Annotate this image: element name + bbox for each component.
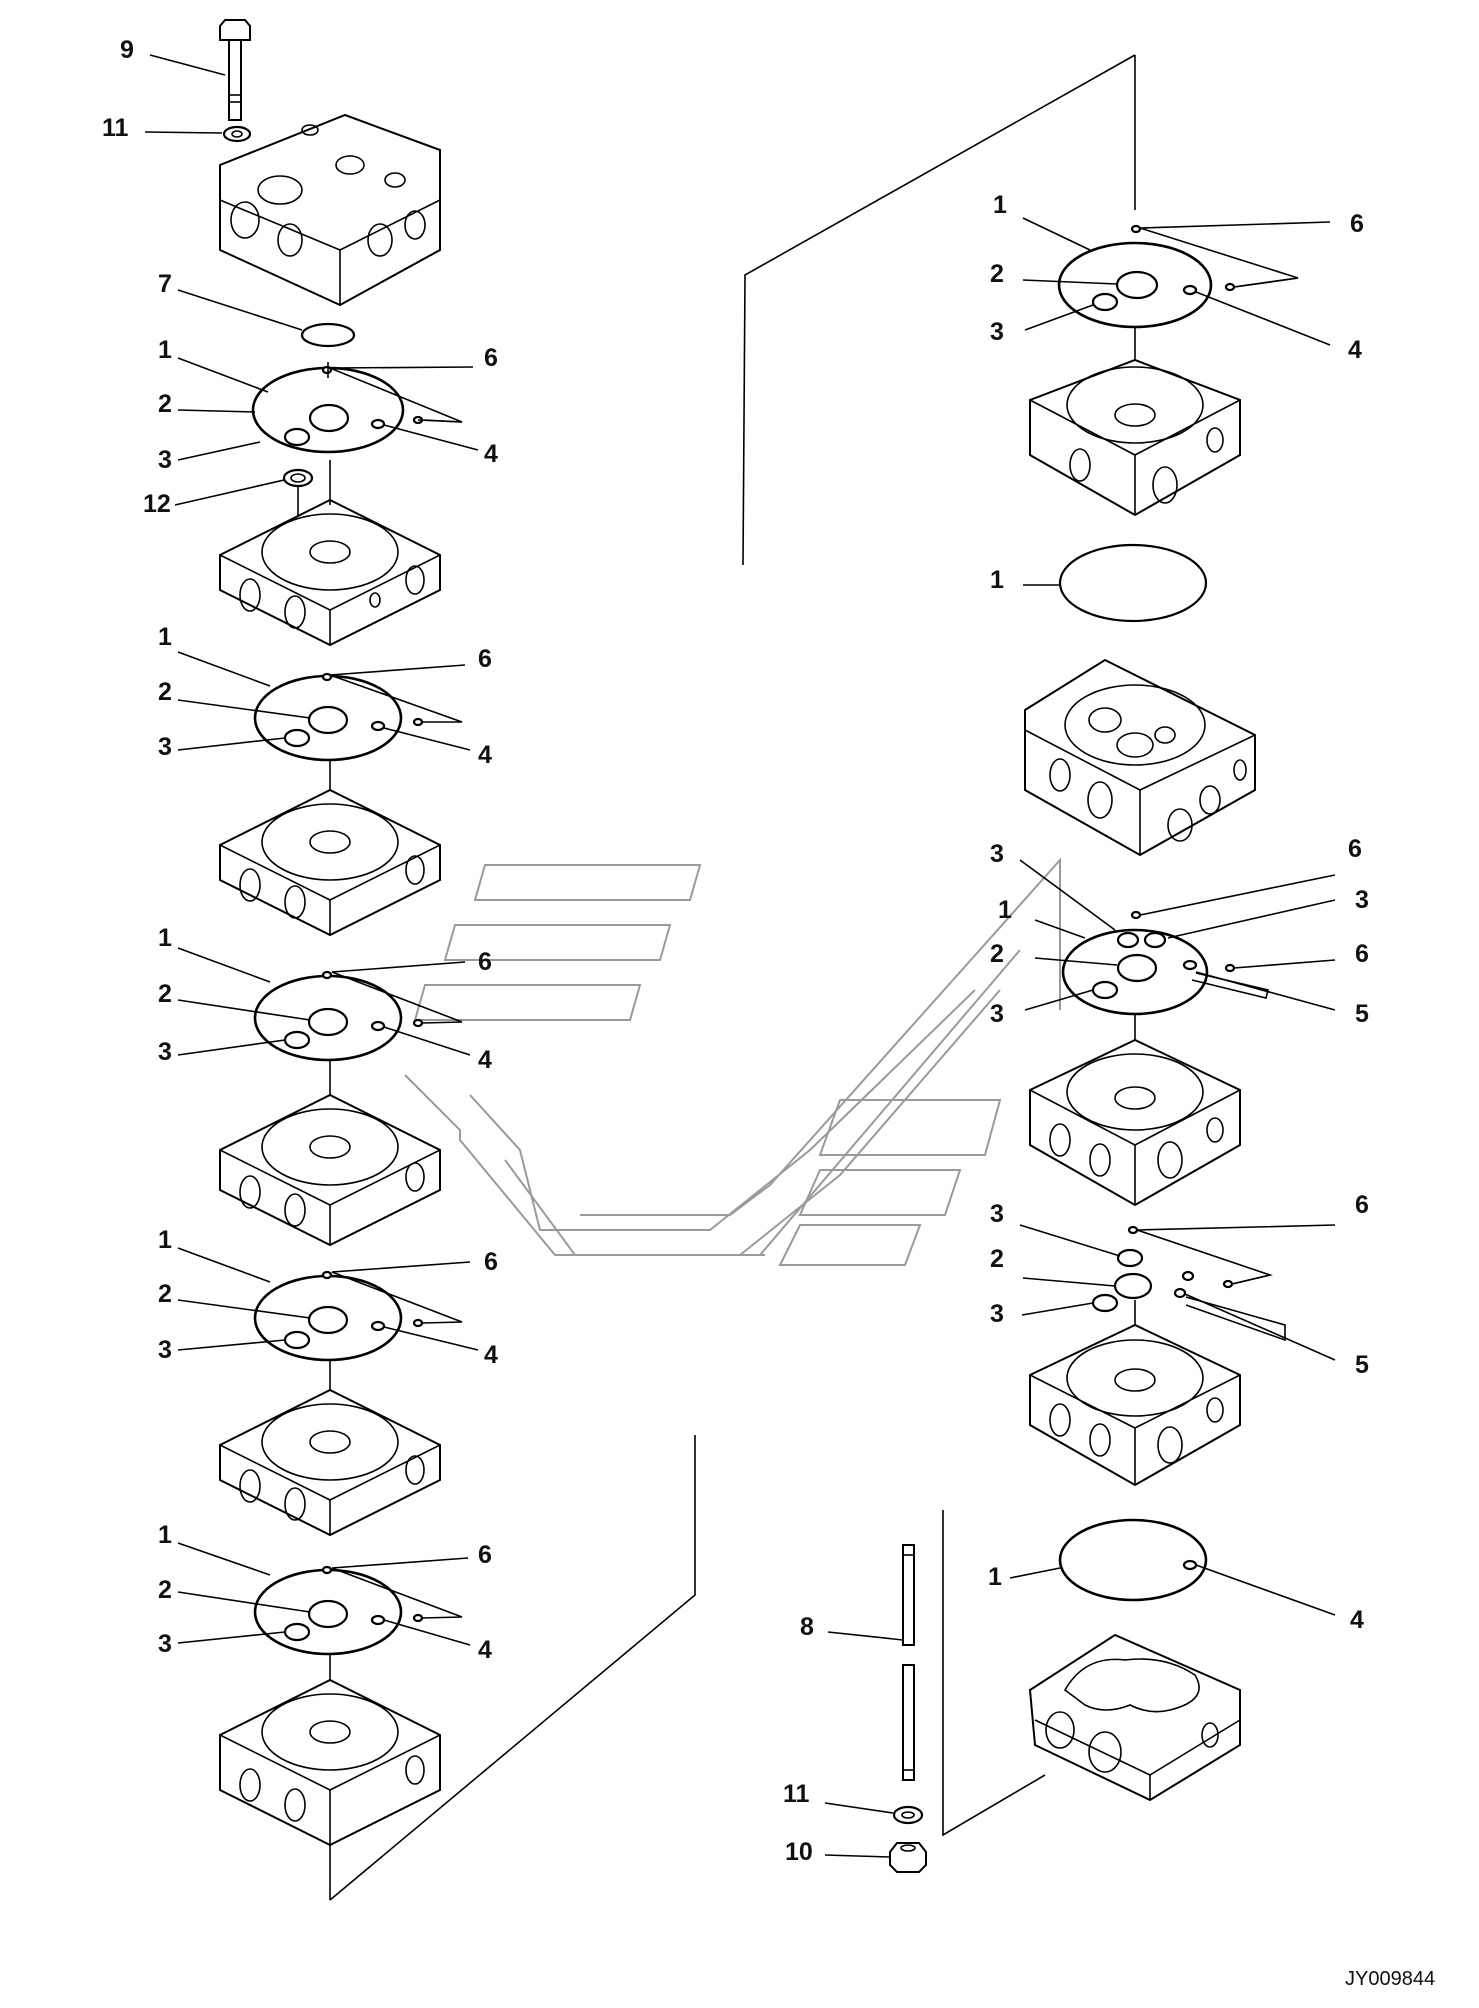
- callout-1: 1: [988, 1563, 1002, 1591]
- callout-2: 2: [158, 980, 172, 1008]
- callout-9: 9: [120, 36, 134, 64]
- valve-section-block: [219, 788, 441, 937]
- callout-1: 1: [998, 896, 1012, 924]
- gasket-plate: [1061, 910, 1269, 1016]
- callout-1: 1: [993, 191, 1007, 219]
- top-cover-block: [219, 113, 441, 307]
- nut-10: [889, 1842, 927, 1873]
- callout-labels: 9 11 7 1 2 3 12 6 4 1 2 3 6 4 1 2 3 6 4 …: [102, 36, 1369, 1866]
- callout-4: 4: [478, 741, 492, 769]
- callout-4: 4: [478, 1636, 492, 1664]
- callout-5: 5: [1355, 1000, 1369, 1028]
- callout-5: 5: [1355, 1351, 1369, 1379]
- gasket-plate: [1058, 1518, 1208, 1602]
- washer-11-bottom: [892, 1805, 924, 1825]
- callout-10: 10: [785, 1838, 813, 1866]
- callout-6: 6: [1355, 1191, 1369, 1219]
- callout-1: 1: [158, 623, 172, 651]
- callout-3: 3: [158, 1038, 172, 1066]
- callout-1: 1: [990, 566, 1004, 594]
- gasket-plate: [253, 1565, 424, 1656]
- callout-6: 6: [484, 1248, 498, 1276]
- callout-11: 11: [783, 1780, 810, 1808]
- callout-6: 6: [1348, 835, 1362, 863]
- callout-3: 3: [990, 1200, 1004, 1228]
- callout-4: 4: [484, 440, 498, 468]
- valve-section-block: [219, 1093, 441, 1247]
- gasket-plate: [253, 1270, 424, 1362]
- callout-1: 1: [158, 924, 172, 952]
- callout-2: 2: [158, 390, 172, 418]
- callout-2: 2: [990, 1245, 1004, 1273]
- o-ring-7: [300, 322, 356, 348]
- callout-3: 3: [158, 1630, 172, 1658]
- callout-1: 1: [158, 336, 172, 364]
- callout-1: 1: [158, 1521, 172, 1549]
- valve-section-block: [1024, 658, 1256, 857]
- valve-section-block: [1029, 358, 1241, 517]
- callout-1: 1: [158, 1226, 172, 1254]
- gasket-plate: [253, 672, 424, 762]
- tie-bolt-8: [902, 1544, 915, 1781]
- callout-3: 3: [158, 1336, 172, 1364]
- valve-section-block: [1029, 1323, 1241, 1487]
- callout-3: 3: [990, 318, 1004, 346]
- callout-4: 4: [484, 1341, 498, 1369]
- callout-3: 3: [1355, 886, 1369, 914]
- callout-4: 4: [1350, 1606, 1364, 1634]
- callout-7: 7: [158, 270, 172, 298]
- callout-6: 6: [478, 645, 492, 673]
- callout-6: 6: [1355, 940, 1369, 968]
- callout-3: 3: [990, 840, 1004, 868]
- loose-seal-set: [1091, 1225, 1286, 1342]
- right-valve-stack: [889, 224, 1286, 1873]
- callout-4: 4: [1348, 336, 1362, 364]
- left-valve-stack: [219, 19, 441, 1847]
- callout-11: 11: [102, 114, 129, 142]
- callout-6: 6: [1350, 210, 1364, 238]
- valve-section-block: [219, 1678, 441, 1847]
- callout-4: 4: [478, 1046, 492, 1074]
- callout-2: 2: [990, 260, 1004, 288]
- valve-section-block: [219, 1388, 441, 1537]
- callout-6: 6: [484, 344, 498, 372]
- valve-section-block: [219, 498, 441, 647]
- callout-6: 6: [478, 1541, 492, 1569]
- callout-3: 3: [990, 1300, 1004, 1328]
- callout-3: 3: [990, 1000, 1004, 1028]
- valve-section-block: [1029, 1038, 1241, 1207]
- gasket-plate: [251, 362, 424, 454]
- watermark-logo: [404, 857, 1061, 1266]
- callout-2: 2: [158, 1280, 172, 1308]
- callout-12: 12: [143, 490, 171, 518]
- large-o-ring: [1058, 543, 1208, 623]
- callout-2: 2: [158, 678, 172, 706]
- gasket-plate: [1057, 224, 1236, 329]
- end-cover-block: [1028, 1633, 1241, 1802]
- drawing-code: JY009844: [1345, 1968, 1435, 1990]
- callout-8: 8: [800, 1613, 814, 1641]
- assembly-lines: [329, 54, 1136, 1901]
- bolt-9: [219, 19, 251, 121]
- callout-3: 3: [158, 446, 172, 474]
- washer-11: [222, 125, 252, 143]
- callout-2: 2: [990, 940, 1004, 968]
- callout-2: 2: [158, 1576, 172, 1604]
- leader-lines: [144, 54, 1336, 1858]
- callout-3: 3: [158, 733, 172, 761]
- callout-6: 6: [478, 948, 492, 976]
